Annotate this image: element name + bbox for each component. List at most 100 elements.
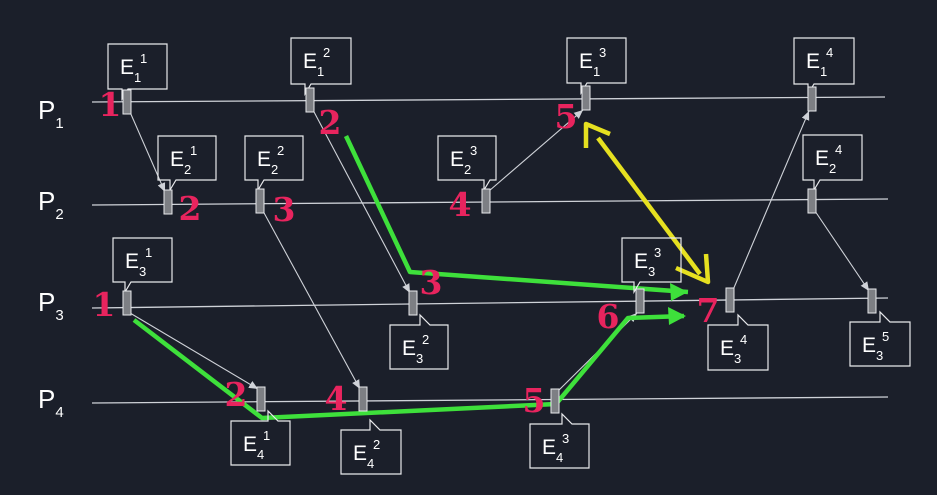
event-e24[interactable]: E24	[802, 134, 863, 214]
event-marker-e33[interactable]	[635, 288, 645, 314]
timeline-p3	[91, 297, 889, 309]
green-path-upper	[343, 135, 689, 295]
event-label-sup-e12: 2	[323, 45, 330, 60]
event-label-e23: E2	[450, 148, 471, 177]
event-marker-e23[interactable]	[481, 188, 491, 214]
event-e35[interactable]: E35	[849, 288, 911, 367]
event-label-main-e34: E	[720, 337, 734, 360]
process-label-p2-sub: 2	[55, 206, 63, 223]
event-callout-e34	[707, 313, 769, 371]
event-marker-e41[interactable]	[256, 386, 266, 412]
process-label-p2-main: P	[38, 186, 55, 216]
timeline-p1	[91, 96, 886, 103]
event-label-sup-e13: 3	[599, 45, 606, 60]
event-label-sub-e31: 3	[139, 264, 146, 279]
event-callout-e22	[244, 135, 304, 193]
yellow-path-line	[596, 136, 702, 276]
event-label-sup-e33: 3	[654, 245, 661, 260]
event-label-sub-e32: 3	[416, 351, 423, 366]
event-callout-e42	[340, 418, 402, 475]
event-label-sup-e41: 1	[263, 428, 270, 443]
event-marker-e42[interactable]	[358, 386, 368, 412]
event-label-main-e14: E	[806, 50, 820, 73]
event-marker-e43[interactable]	[550, 388, 560, 414]
event-label-e22: E2	[257, 148, 278, 177]
event-marker-e34[interactable]	[725, 287, 735, 313]
event-label-main-e32: E	[402, 337, 416, 360]
event-marker-e35[interactable]	[867, 288, 877, 314]
event-marker-e11[interactable]	[122, 89, 132, 115]
event-label-e31: E3	[125, 250, 146, 279]
event-number-e12: 2	[319, 103, 342, 142]
event-number-e23: 4	[449, 185, 472, 224]
event-label-e43: E4	[542, 436, 563, 465]
event-label-main-e21: E	[170, 148, 184, 171]
event-label-main-e43: E	[542, 436, 556, 459]
process-label-p4-sub: 4	[55, 404, 63, 421]
event-label-sub-e33: 3	[648, 264, 655, 279]
event-label-sub-e11: 1	[134, 70, 141, 85]
process-label-p1-sub: 1	[55, 115, 63, 132]
timeline-p4	[91, 396, 889, 404]
event-marker-e21[interactable]	[163, 189, 173, 215]
timelines	[91, 96, 889, 404]
event-label-main-e23: E	[450, 148, 464, 171]
event-marker-e14[interactable]	[807, 86, 817, 112]
event-marker-e12[interactable]	[305, 87, 315, 113]
message-arrow-e23-to-e13	[488, 109, 584, 192]
event-marker-e31[interactable]	[122, 290, 132, 316]
event-label-sup-e24: 4	[835, 142, 842, 157]
process-label-p3-sub: 3	[55, 307, 63, 324]
message-arrow-e31-to-e41	[129, 312, 259, 390]
message-arrow-e12-to-e32	[312, 109, 411, 294]
event-callout-e24	[802, 134, 863, 193]
process-labels: P1 P2 P3 P4	[38, 95, 64, 421]
event-label-sub-e35: 3	[876, 348, 883, 363]
events: E111E122E135E14E212E223E234E24E311E323E3…	[93, 37, 911, 475]
event-e14[interactable]: E14	[793, 37, 855, 112]
message-arrow-e22-to-e42	[262, 210, 361, 390]
event-label-e11: E1	[120, 56, 141, 85]
event-label-sub-e21: 2	[184, 162, 191, 177]
event-label-sup-e31: 1	[145, 245, 152, 260]
event-marker-e22[interactable]	[255, 188, 265, 214]
process-label-p1-main: P	[38, 95, 55, 125]
event-label-e12: E1	[303, 50, 324, 79]
event-marker-e24[interactable]	[807, 188, 817, 214]
event-label-sup-e34: 4	[740, 332, 747, 347]
event-marker-e13[interactable]	[581, 85, 591, 111]
event-label-e33: E3	[634, 250, 655, 279]
event-label-sup-e32: 2	[422, 332, 429, 347]
event-label-sup-e43: 3	[562, 431, 569, 446]
event-e23[interactable]: E23 4	[437, 135, 497, 224]
message-arrow-e24-to-e35	[814, 210, 870, 292]
green-path-upper-arrowhead	[670, 283, 688, 301]
event-label-sup-e21: 1	[190, 143, 197, 158]
event-marker-e32[interactable]	[408, 290, 418, 316]
event-label-sub-e13: 1	[593, 64, 600, 79]
event-label-sub-e12: 1	[317, 64, 324, 79]
event-number-e13: 5	[555, 97, 578, 136]
event-label-main-e42: E	[353, 442, 367, 465]
event-callout-e32	[389, 313, 449, 370]
process-label-p4: P4	[38, 384, 64, 421]
event-label-main-e12: E	[303, 50, 317, 73]
process-label-p3: P3	[38, 287, 64, 324]
event-label-sub-e42: 4	[367, 456, 374, 471]
event-callout-e21	[157, 135, 217, 193]
event-label-sup-e23: 3	[470, 143, 477, 158]
process-label-p3-main: P	[38, 287, 55, 317]
